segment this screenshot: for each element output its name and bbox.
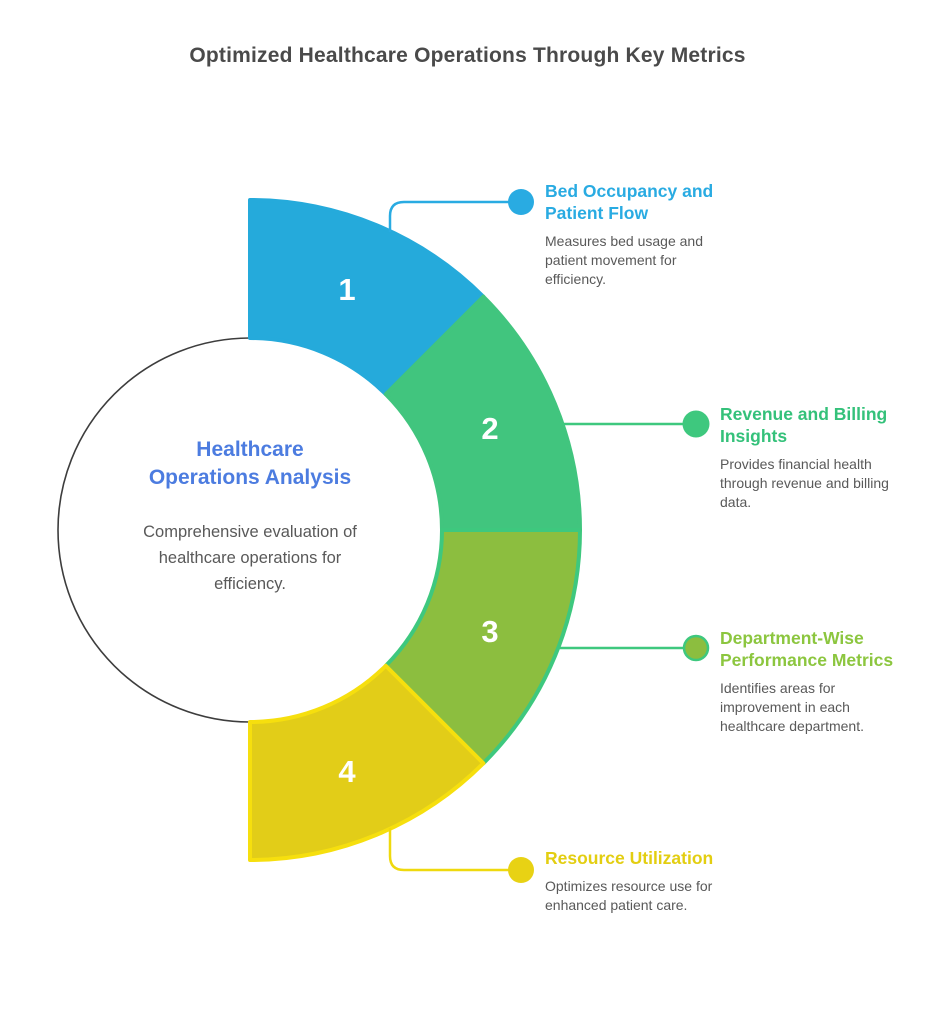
- connector-1-dot: [508, 189, 534, 215]
- segment-2-arc: [383, 294, 582, 532]
- segment-3-number: 3: [481, 614, 499, 649]
- center-text-block: Healthcare Operations Analysis Comprehen…: [125, 436, 375, 597]
- callout-title: Bed Occupancy and Patient Flow: [545, 181, 714, 223]
- callout-bed-occupancy: Bed Occupancy and Patient Flow Measures …: [545, 180, 740, 289]
- segment-1-number: 1: [338, 272, 356, 307]
- connector-4-line: [388, 828, 521, 872]
- segment-2-number: 2: [481, 411, 499, 446]
- callout-title: Department-Wise Performance Metrics: [720, 628, 894, 670]
- callout-title: Revenue and Billing Insights: [720, 404, 888, 446]
- callout-description: Identifies areas for improvement in each…: [720, 680, 864, 734]
- connector-3-dot: [682, 634, 710, 662]
- callout-department-performance: Department-Wise Performance Metrics Iden…: [720, 627, 920, 736]
- segment-3-arc: [383, 528, 582, 766]
- connector-1-line: [388, 200, 521, 232]
- callout-title: Resource Utilization: [545, 848, 714, 868]
- callout-description: Optimizes resource use for enhanced pati…: [545, 878, 713, 913]
- segment-1-arc: [248, 198, 486, 397]
- connector-2-dot: [682, 410, 710, 438]
- center-title-line1: Healthcare: [196, 438, 304, 461]
- page-title: Optimized Healthcare Operations Through …: [189, 44, 746, 67]
- callout-resource-utilization: Resource Utilization Optimizes resource …: [545, 847, 765, 915]
- callout-description: Measures bed usage and patient movement …: [545, 233, 703, 287]
- connector-4-dot: [508, 857, 534, 883]
- callout-revenue-billing: Revenue and Billing Insights Provides fi…: [720, 403, 920, 512]
- center-title: Healthcare Operations Analysis: [125, 436, 375, 492]
- segment-4-arc: [248, 663, 486, 862]
- callout-description: Provides financial health through revenu…: [720, 456, 889, 510]
- segment-4-number: 4: [338, 754, 356, 789]
- center-title-line2: Operations Analysis: [148, 466, 352, 489]
- center-description: Comprehensive evaluation of healthcare o…: [143, 523, 357, 593]
